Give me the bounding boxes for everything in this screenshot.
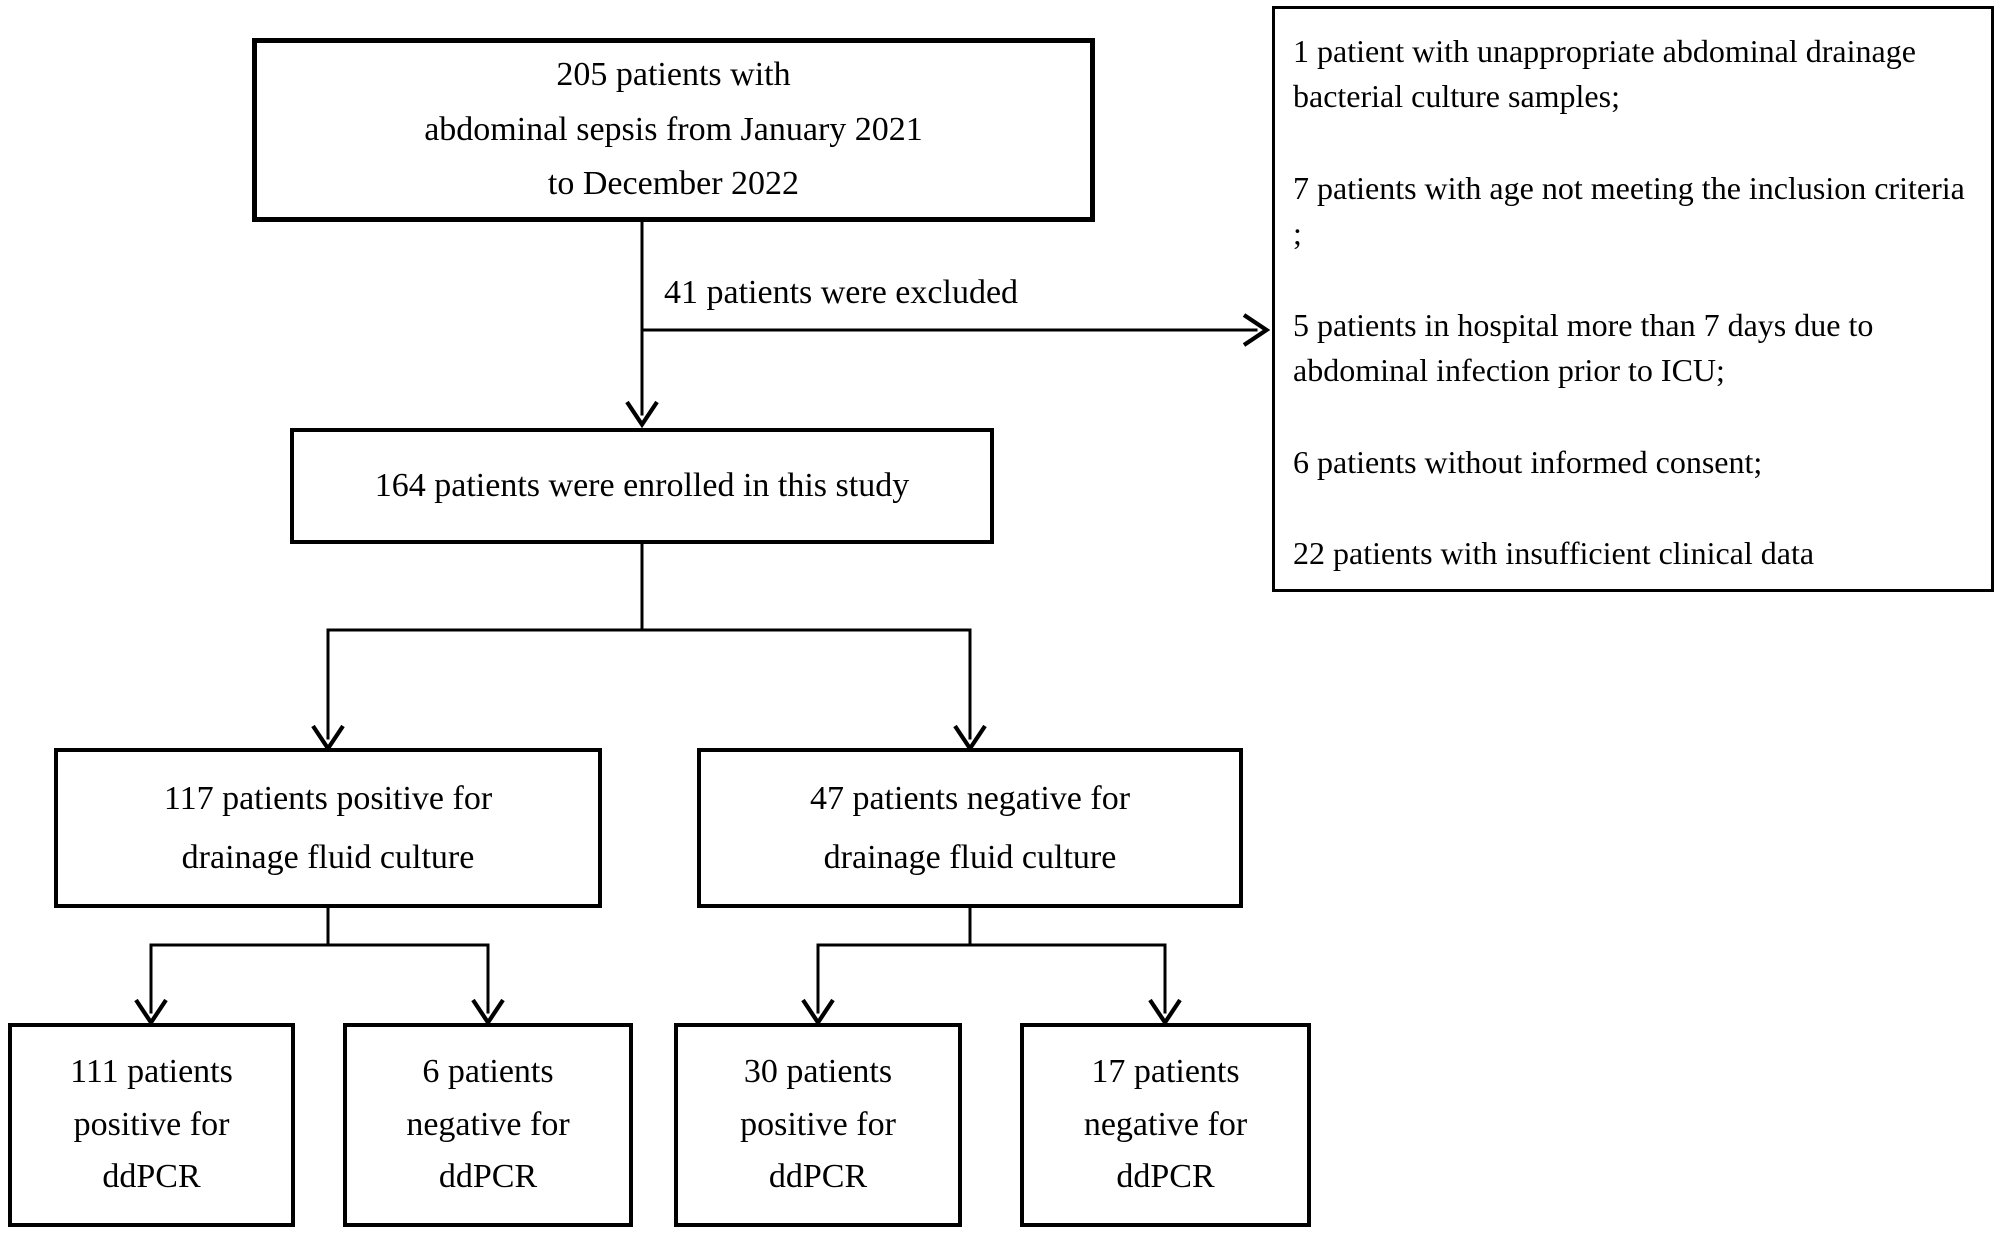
ddpcr-box-line: negative for (1083, 1105, 1248, 1143)
culture-negative-line: 47 patients negative for (809, 779, 1131, 817)
ddpcr-box-line: positive for (73, 1105, 230, 1143)
total-patients-line: to December 2022 (547, 165, 800, 203)
ddpcr-box-line: positive for (740, 1105, 896, 1143)
ddpcr-box-line: ddPCR (1116, 1158, 1215, 1196)
culture-positive-box: 117 patients positive for drainage fluid… (54, 748, 602, 908)
culture-negative-box: 47 patients negative for drainage fluid … (697, 748, 1243, 908)
excluded-count-label: 41 patients were excluded (664, 274, 1019, 311)
exclusion-reason-item: 7 patients with age not meeting the incl… (1293, 169, 1965, 252)
ddpcr-positive-of-culture-positive-box: 111 patients positive for ddPCR (8, 1023, 295, 1227)
exclusion-reason-item: 6 patients without informed consent; (1293, 443, 1763, 480)
exclusion-reason-item: 5 patients in hospital more than 7 days … (1293, 306, 1874, 389)
culture-positive-line: 117 patients positive for (163, 779, 493, 817)
enrolled-patients-text: 164 patients were enrolled in this study (374, 466, 910, 504)
ddpcr-box-line: 111 patients (70, 1052, 233, 1090)
ddpcr-box-line: ddPCR (438, 1158, 538, 1196)
enrolled-patients-box: 164 patients were enrolled in this study (290, 428, 994, 544)
culture-negative-line: drainage fluid culture (823, 839, 1117, 876)
ddpcr-box-line: 6 patients (422, 1052, 554, 1090)
ddpcr-box-line: ddPCR (102, 1158, 201, 1196)
exclusion-reason-item: 22 patients with insufficient clinical d… (1293, 535, 1815, 572)
total-patients-line: 205 patients with (556, 56, 791, 94)
total-patients-line: abdominal sepsis from January 2021 (424, 110, 923, 148)
ddpcr-negative-of-culture-negative-box: 17 patients negative for ddPCR (1020, 1023, 1311, 1227)
ddpcr-box-line: negative for (406, 1105, 570, 1143)
exclusion-reasons-box: 1 patient with unappropriate abdominal d… (1272, 6, 1994, 592)
exclusion-reason-item: 1 patient with unappropriate abdominal d… (1293, 33, 1916, 115)
ddpcr-box-line: 30 patients (743, 1052, 893, 1090)
ddpcr-box-line: ddPCR (768, 1158, 868, 1196)
total-patients-box: 205 patients with abdominal sepsis from … (252, 38, 1095, 222)
ddpcr-negative-of-culture-positive-box: 6 patients negative for ddPCR (343, 1023, 633, 1227)
culture-positive-line: drainage fluid culture (181, 839, 475, 876)
ddpcr-positive-of-culture-negative-box: 30 patients positive for ddPCR (674, 1023, 962, 1227)
ddpcr-box-line: 17 patients (1091, 1052, 1240, 1090)
